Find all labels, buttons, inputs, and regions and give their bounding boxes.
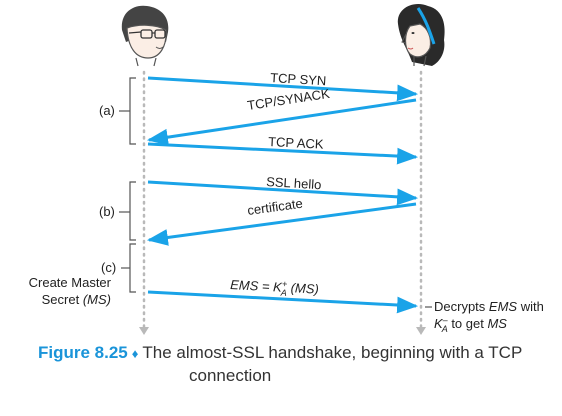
certificate-label: certificate: [246, 196, 303, 218]
caption-text: The almost-SSL handshake, beginning with…: [142, 343, 523, 362]
server-lifeline-arrow: [416, 327, 426, 335]
create-secret-line1: Create Master: [29, 275, 112, 290]
tcp-ack-label: TCP ACK: [268, 134, 324, 152]
phase-b-bracket: [129, 181, 136, 241]
create-secret-line2: Secret (MS): [42, 292, 111, 307]
decrypt-line2: K–A to get MS: [434, 315, 507, 334]
woman-with-headband-icon: [397, 4, 445, 67]
phase-c-label: (c): [101, 260, 116, 275]
ssl-hello-arrow: [147, 180, 419, 206]
person-with-glasses-icon: [121, 5, 169, 67]
diamond-icon: ♦: [131, 346, 139, 361]
ems-arrow: [147, 290, 419, 314]
handshake-diagram: TCP SYN TCP/SYNACK TCP ACK SSL hello cer…: [29, 4, 544, 335]
client-lifeline-arrow: [139, 327, 149, 335]
phase-a-bracket: [129, 77, 136, 145]
phase-a-label: (a): [99, 103, 115, 118]
figure-number: Figure 8.25: [38, 343, 128, 362]
tcp-ack-arrow: [147, 142, 419, 165]
tcp-syn-label: TCP SYN: [270, 70, 327, 88]
certificate-arrow: [146, 202, 417, 246]
caption-text-continued: connection: [189, 366, 272, 385]
phase-c-bracket: [129, 243, 136, 293]
tcp-synack-arrow: [146, 98, 417, 146]
phase-b-label: (b): [99, 204, 115, 219]
ems-label: EMS = K+A (MS): [230, 276, 320, 300]
tcp-synack-label: TCP/SYNACK: [246, 86, 331, 113]
tcp-syn-arrow: [147, 76, 419, 102]
ssl-hello-label: SSL hello: [266, 174, 322, 192]
decrypt-line1: Decrypts EMS with: [434, 299, 544, 314]
figure-caption: Figure 8.25♦The almost-SSL handshake, be…: [38, 342, 548, 387]
